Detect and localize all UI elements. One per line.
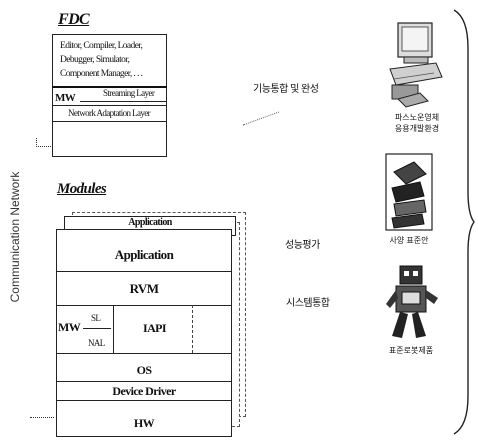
- fdc-streaming-layer: Streaming Layer: [103, 88, 154, 98]
- modules-connector-mark: [30, 417, 54, 426]
- modules-divider-5: [56, 400, 232, 401]
- back-application-label: Application: [64, 216, 236, 228]
- performance-evaluation-label: 성능평가: [285, 236, 320, 251]
- fdc-tools-line-3: Component Manager, . . .: [60, 67, 166, 81]
- upper-dotted-line: [243, 112, 279, 126]
- fdc-title: FDC: [58, 11, 89, 29]
- modules-divider-3: [56, 353, 232, 354]
- iapi-label: IAPI: [143, 321, 166, 336]
- modules-inner-dashed: [192, 305, 193, 353]
- modules-sl-nal-divider: [83, 328, 111, 329]
- fdc-divider-bottom: [52, 121, 167, 122]
- fdc-tools-line-1: Editor, Compiler, Loader,: [60, 39, 166, 53]
- modules-title: Modules: [57, 181, 106, 198]
- robot-caption: 표준로봇제품: [376, 345, 446, 356]
- hw-label: HW: [56, 413, 232, 433]
- fdc-mw-label: MW: [55, 92, 75, 104]
- modules-divider-2: [56, 305, 232, 306]
- fdc-streaming-underline: [80, 101, 166, 102]
- communication-network-label: Communication Network: [8, 152, 22, 322]
- application-label: Application: [56, 243, 232, 267]
- system-integration-label: 시스템통합: [286, 294, 330, 309]
- os-label: OS: [56, 362, 232, 378]
- fdc-divider-mid: [52, 105, 167, 106]
- device-driver-label: Device Driver: [56, 383, 232, 399]
- fdc-connector-mark: [36, 138, 51, 147]
- modules-mw-label: MW: [58, 320, 80, 335]
- modules-divider-4: [56, 381, 232, 382]
- function-integration-label: 기능통합 및 완성: [253, 80, 318, 95]
- rvm-label: RVM: [56, 277, 232, 301]
- books-icon: [384, 152, 434, 232]
- robot-icon: [382, 262, 442, 340]
- right-brace: [448, 8, 476, 436]
- computer-icon: [384, 19, 446, 111]
- fdc-tools-line-2: Debugger, Simulator,: [60, 53, 166, 67]
- modules-divider-1: [56, 271, 232, 272]
- fdc-network-adaptation-layer: Network Adaptation Layer: [68, 108, 150, 118]
- modules-sl-label: SL: [91, 313, 100, 323]
- books-caption: 사양 표준안: [374, 235, 444, 246]
- modules-nal-label: NAL: [88, 338, 105, 348]
- fdc-tools-text: Editor, Compiler, Loader, Debugger, Simu…: [60, 39, 166, 81]
- modules-mw-iapi-divider: [113, 305, 114, 353]
